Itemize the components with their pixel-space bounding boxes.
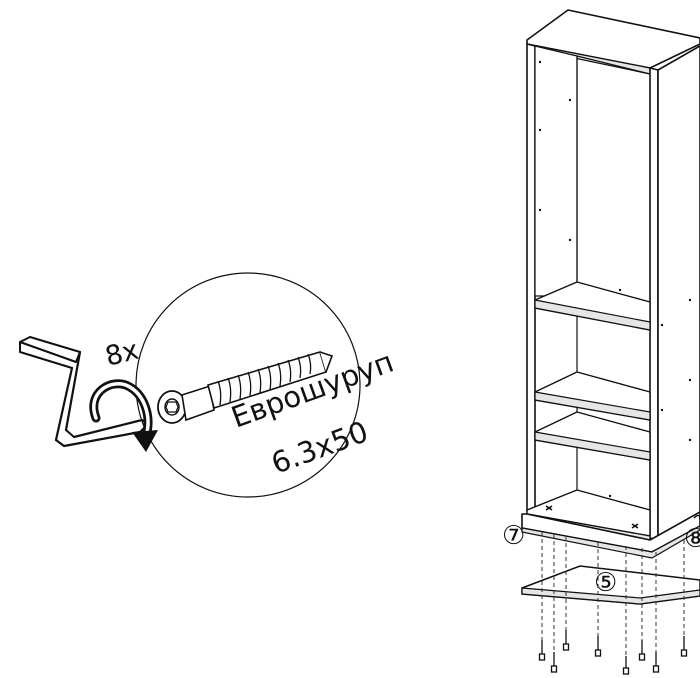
right-side-panel <box>649 67 659 541</box>
hardware-callout: 8x Еврошуруп 6.3x50 <box>19 272 398 498</box>
left-side-panel <box>526 43 536 513</box>
hex-key-icon <box>19 336 149 448</box>
confirmat-screw-icon <box>157 351 334 424</box>
callout-circle <box>135 272 361 498</box>
screws-row <box>538 630 688 675</box>
cabinet-carcass <box>521 9 700 559</box>
part-marker-left: ⑦ <box>502 521 525 551</box>
part-marker-bottom: ⑤ <box>594 568 617 598</box>
quantity-label: 8x <box>102 335 142 373</box>
rotate-clockwise-icon <box>89 379 158 452</box>
part-marker-right: ⑧ <box>684 524 700 554</box>
assembly-guide-lines <box>541 532 685 660</box>
